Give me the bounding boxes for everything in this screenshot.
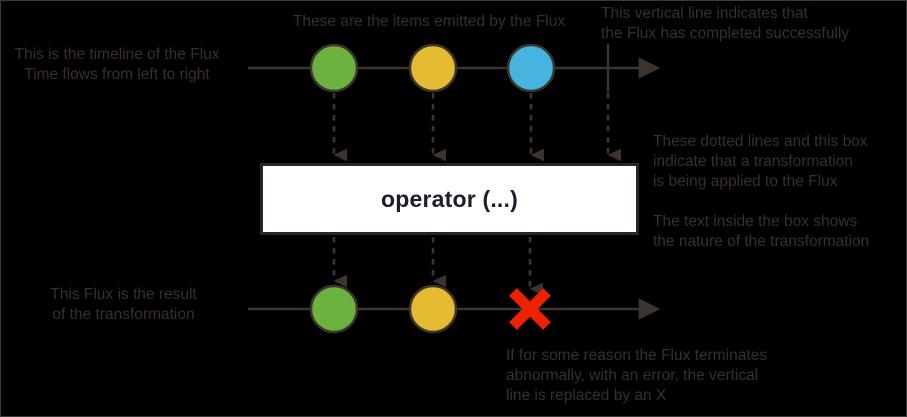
operator-label: operator (...) [381,185,518,212]
marble-green[interactable] [309,43,359,93]
marble-yellow[interactable] [408,284,458,334]
annotation-result: This Flux is the result of the transform… [50,286,197,323]
annotation-box-text: The text inside the box shows the nature… [653,213,870,250]
dashed-arrows-into-operator [332,93,621,162]
operator-box[interactable]: operator (...) [260,163,639,235]
result-flux-timeline [248,284,661,334]
marble-green[interactable] [309,284,359,334]
annotation-items: These are the items emitted by the Flux [292,13,566,30]
annotation-error: If for some reason the Flux terminates a… [506,347,768,404]
source-flux-timeline [248,43,661,93]
marble-blue[interactable] [506,43,556,93]
annotation-timeline: This is the timeline of the Flux Time fl… [14,46,220,83]
dashed-arrows-out-of-operator [332,237,543,296]
annotation-completion: This vertical line indicates that the Fl… [601,5,850,42]
error-x-icon [509,288,551,330]
marble-yellow[interactable] [408,43,458,93]
annotation-transformation: These dotted lines and this box indicate… [653,133,868,190]
